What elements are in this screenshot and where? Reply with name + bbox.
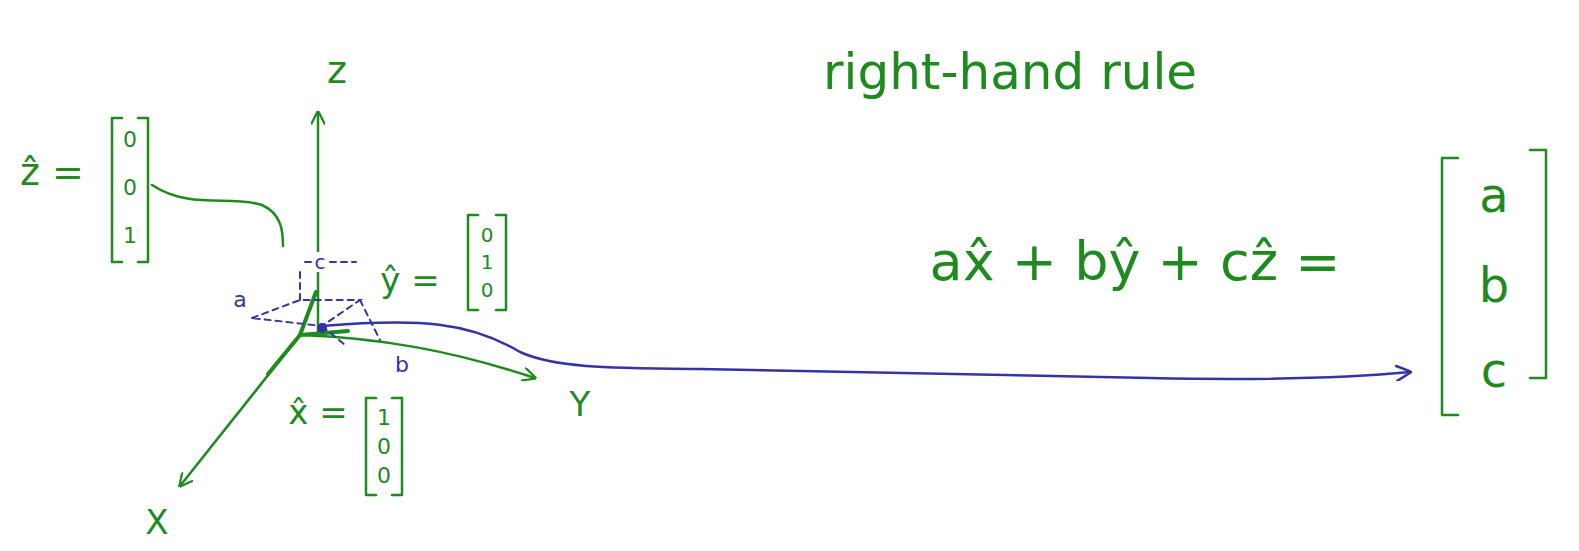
- dashed-box: [300, 262, 356, 300]
- label: b: [395, 354, 409, 376]
- x-unit-vector: [268, 335, 300, 374]
- bracket: [1530, 150, 1546, 378]
- x-axis: [180, 335, 300, 486]
- label: ax̂ + bŷ + cẑ =: [930, 235, 1341, 289]
- bracket: [366, 398, 376, 495]
- bracket: [496, 215, 506, 310]
- label: a: [1479, 171, 1508, 219]
- dashed-box: [252, 300, 360, 326]
- label: 0: [481, 225, 494, 245]
- label: 1: [377, 407, 391, 429]
- label: b: [1479, 261, 1509, 309]
- label: X: [145, 505, 168, 539]
- leader-line: [152, 185, 283, 246]
- label: ẑ =: [20, 153, 84, 191]
- label: Y: [570, 387, 591, 421]
- label: right-hand rule: [823, 47, 1197, 97]
- label: 0: [377, 465, 391, 487]
- label: a: [233, 289, 246, 311]
- bracket: [112, 118, 122, 262]
- label: c: [315, 252, 326, 272]
- label: 1: [481, 252, 494, 272]
- bracket: [1442, 158, 1458, 415]
- bracket: [392, 398, 402, 495]
- z-axis: [317, 112, 320, 336]
- label: 0: [481, 280, 494, 300]
- z-unit-vector: [300, 292, 316, 335]
- label: z: [327, 51, 347, 89]
- label: 0: [377, 436, 391, 458]
- label: 0: [123, 129, 137, 151]
- mapping-arrow: [322, 322, 1410, 379]
- label: x̂ =: [288, 395, 347, 429]
- label: 0: [123, 177, 137, 199]
- label: c: [1481, 346, 1507, 394]
- bracket: [138, 118, 148, 262]
- label: ŷ =: [380, 263, 439, 297]
- bracket: [468, 215, 478, 310]
- label: 1: [123, 225, 137, 247]
